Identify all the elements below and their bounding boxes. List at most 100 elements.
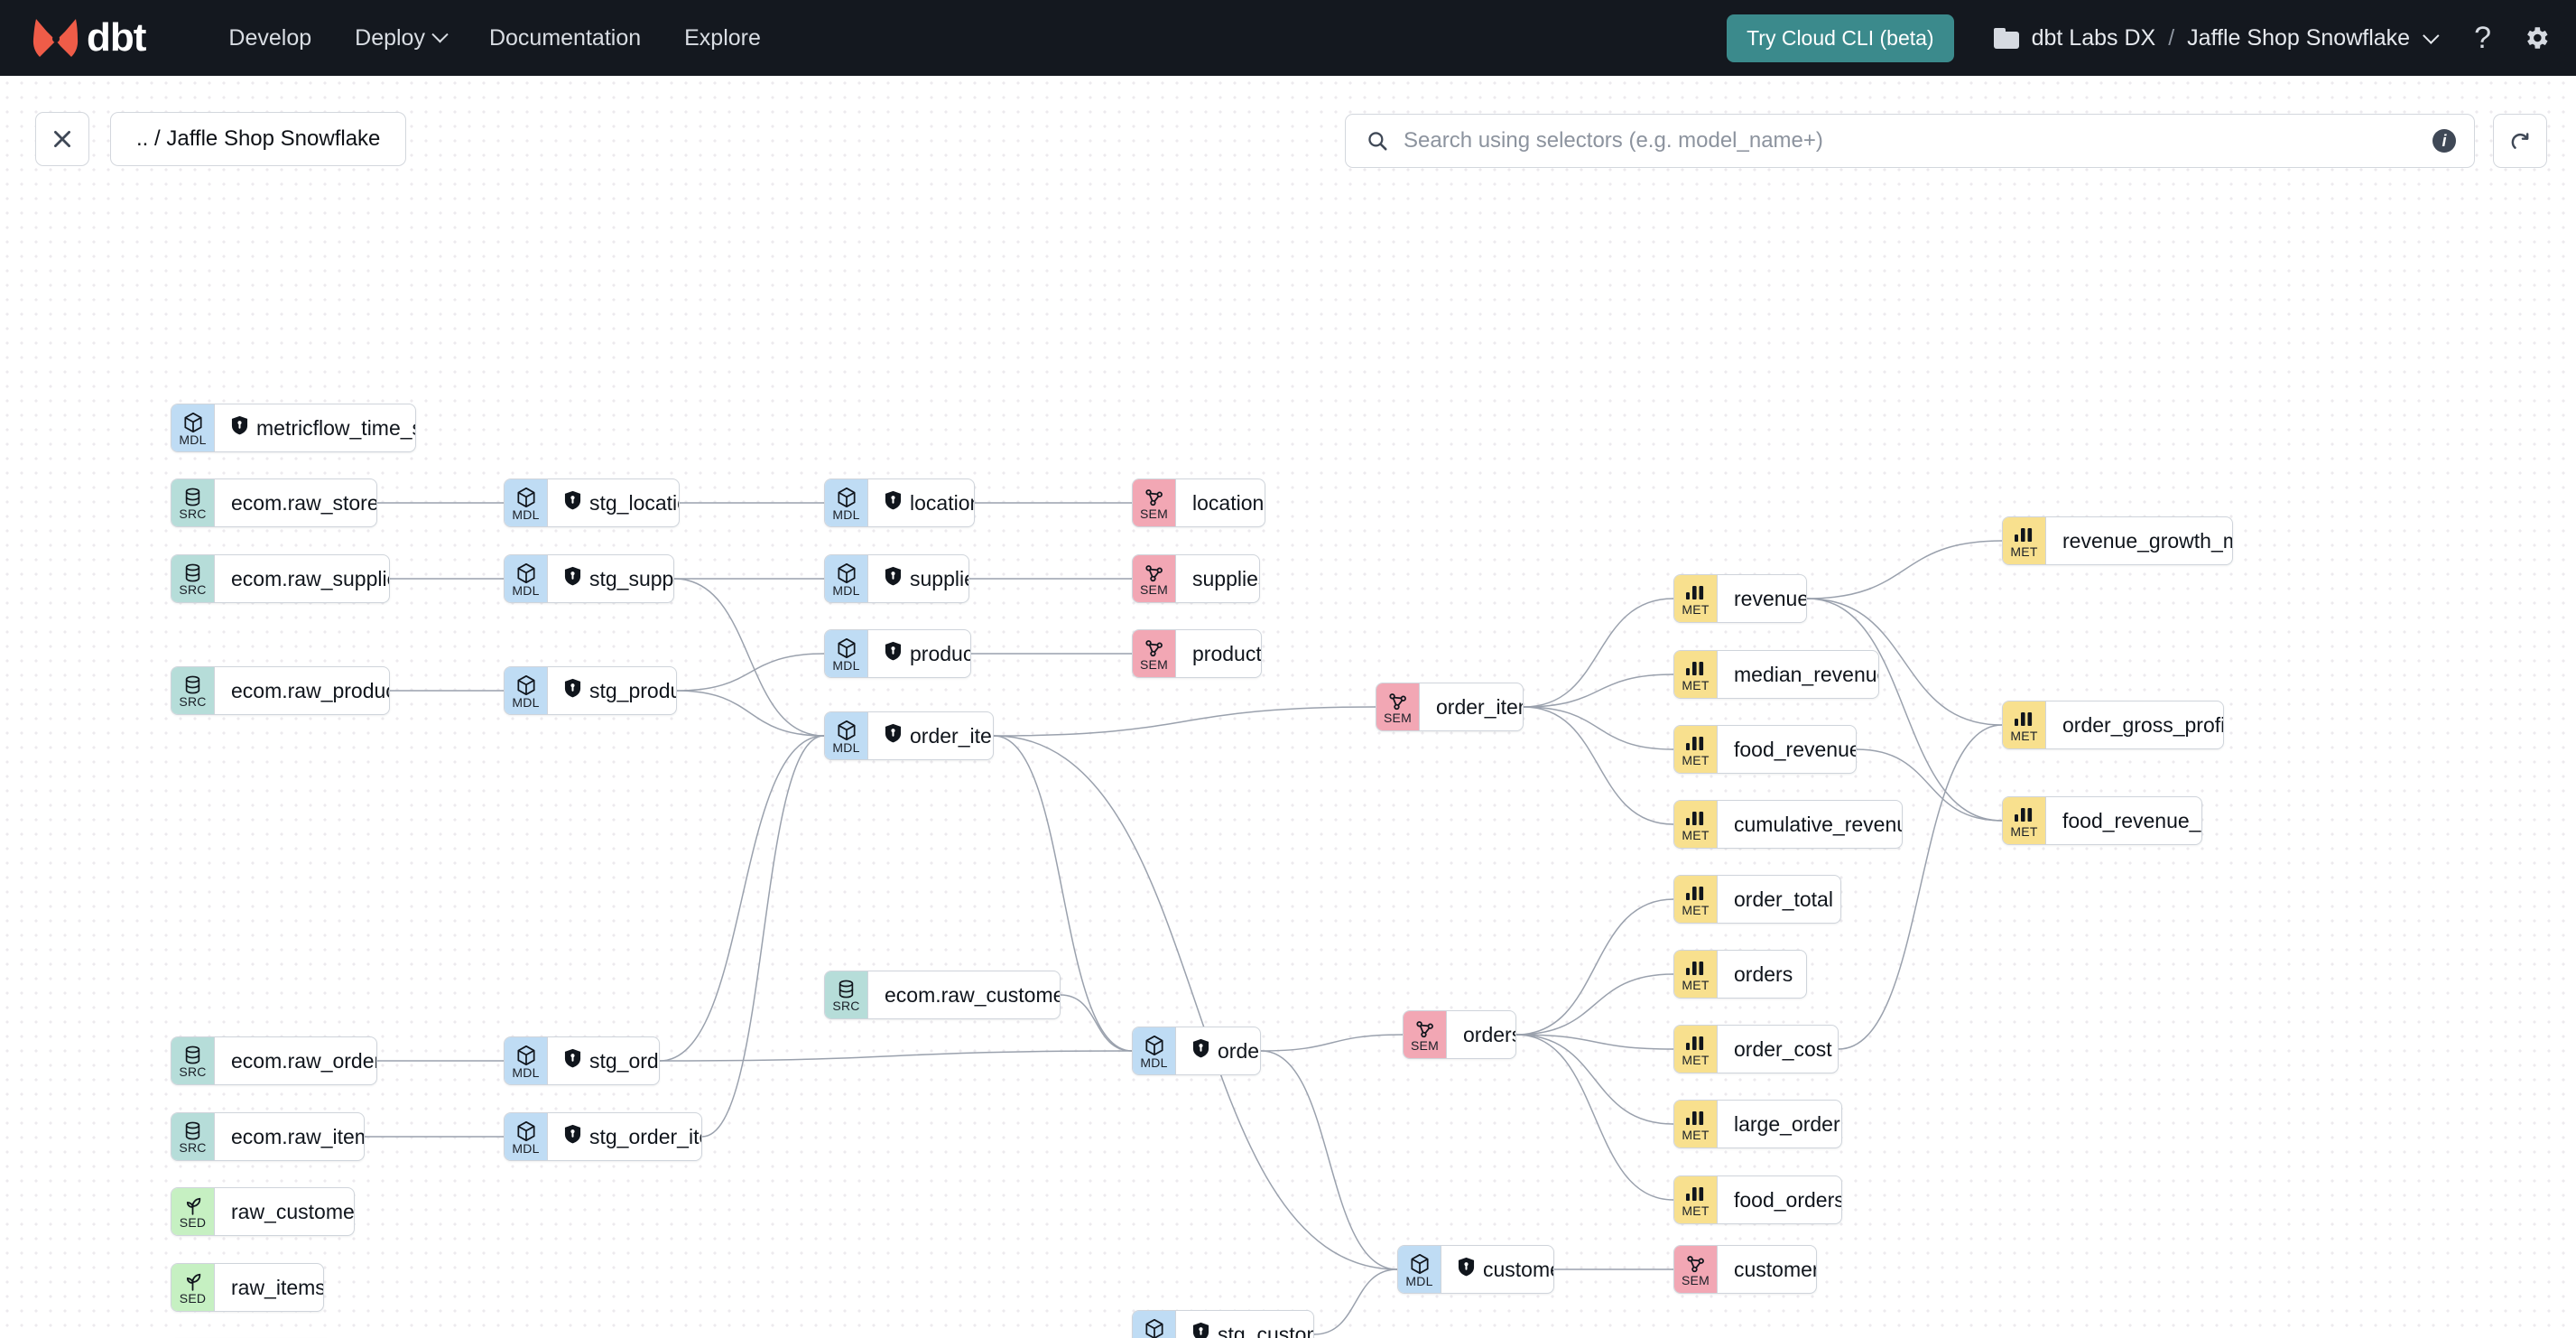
- shield-icon: [231, 415, 248, 435]
- info-icon[interactable]: i: [2432, 129, 2456, 153]
- graph-node-sem_supplies[interactable]: SEMsupplies: [1132, 554, 1260, 603]
- node-label-wrap: ecom.raw_stores: [215, 479, 376, 526]
- graph-node-sem_products[interactable]: SEMproducts: [1132, 629, 1262, 678]
- chevron-down-icon[interactable]: [2423, 26, 2440, 44]
- met-icon: [2013, 525, 2036, 546]
- node-label-wrap: food_orders: [1718, 1176, 1841, 1223]
- node-label-wrap: locations: [868, 479, 974, 526]
- dbt-logo[interactable]: dbt: [31, 15, 146, 60]
- graph-node-m_locations[interactable]: MDL locations: [824, 479, 975, 527]
- graph-node-m_supplies[interactable]: MDLsupplies: [824, 554, 969, 603]
- shield-icon: [885, 566, 902, 586]
- node-type-abbr: SRC: [179, 694, 207, 709]
- breadcrumb-pill[interactable]: .. / Jaffle Shop Snowflake: [110, 112, 407, 166]
- node-type-badge-mdl: MDL: [171, 404, 215, 451]
- node-label: raw_customers: [231, 1199, 355, 1223]
- graph-node-raw_items[interactable]: SED raw_items: [171, 1263, 324, 1312]
- refresh-button[interactable]: [2493, 114, 2547, 168]
- node-type-abbr: SEM: [1411, 1038, 1439, 1053]
- node-label: large_order: [1734, 1111, 1840, 1136]
- graph-node-sem_locations[interactable]: SEMlocations: [1132, 479, 1265, 527]
- lineage-edge: [1838, 724, 2003, 1050]
- node-label: orders: [1218, 1038, 1260, 1063]
- node-type-badge-met: MET: [1674, 651, 1718, 698]
- breadcrumb-account[interactable]: dbt Labs DX: [2031, 24, 2156, 51]
- shield-icon: [564, 1048, 581, 1068]
- close-lineage-button[interactable]: [35, 112, 89, 166]
- node-type-abbr: MDL: [1140, 1055, 1168, 1070]
- graph-node-m_customers[interactable]: MDLcustomers: [1397, 1245, 1554, 1294]
- refresh-icon: [2511, 133, 2529, 149]
- node-label: stg_orders: [589, 1048, 659, 1073]
- try-cloud-cli-button[interactable]: Try Cloud CLI (beta): [1727, 14, 1954, 62]
- help-icon[interactable]: ?: [2474, 20, 2491, 55]
- node-type-badge-sed: SED: [171, 1264, 215, 1311]
- node-type-badge-mdl: MDL: [1133, 1027, 1176, 1074]
- lineage-graph-canvas[interactable]: .. / Jaffle Shop Snowflake Search using …: [0, 76, 2576, 1338]
- graph-node-m_orders[interactable]: MDL orders: [1132, 1027, 1261, 1075]
- mdl-icon: [835, 562, 858, 585]
- nav-item-documentation[interactable]: Documentation: [468, 16, 663, 60]
- lineage-edge: [1260, 1034, 1404, 1052]
- gear-icon[interactable]: [2522, 23, 2551, 52]
- node-type-abbr: MDL: [832, 506, 860, 522]
- graph-node-m_products[interactable]: MDLproducts: [824, 629, 971, 678]
- graph-node-stg_orders[interactable]: MDL stg_orders: [504, 1036, 660, 1085]
- search-input[interactable]: Search using selectors (e.g. model_name+…: [1404, 128, 1823, 153]
- node-type-abbr: MDL: [512, 1140, 540, 1156]
- sem-icon: [1143, 486, 1165, 508]
- src-icon: [181, 1044, 204, 1066]
- public-access-shield-icon: [564, 490, 581, 516]
- node-label-wrap: revenue: [1718, 575, 1806, 622]
- node-label-wrap: products: [1176, 630, 1261, 677]
- src-icon: [181, 1120, 204, 1142]
- nav-item-develop[interactable]: Develop: [207, 16, 333, 60]
- node-type-abbr: SEM: [1140, 506, 1168, 521]
- node-type-abbr: MET: [2010, 823, 2038, 839]
- lineage-edge: [1313, 1268, 1398, 1335]
- node-label: raw_items: [231, 1275, 324, 1299]
- lineage-edge: [1260, 1050, 1398, 1270]
- node-type-abbr: MDL: [512, 582, 540, 598]
- node-type-abbr: MDL: [512, 1064, 540, 1080]
- node-label-wrap: stg_customers: [1176, 1311, 1313, 1338]
- met-icon: [1684, 582, 1708, 604]
- nav-item-deploy[interactable]: Deploy: [333, 16, 468, 60]
- dbt-brand-text: dbt: [87, 15, 146, 60]
- public-access-shield-icon: [1458, 1257, 1475, 1282]
- node-type-badge-met: MET: [1674, 1176, 1718, 1223]
- graph-node-sem_customers[interactable]: SEMcustomers: [1673, 1245, 1817, 1294]
- node-label: customers: [1483, 1257, 1553, 1281]
- nav-item-explore[interactable]: Explore: [663, 16, 783, 60]
- selector-search-box[interactable]: Search using selectors (e.g. model_name+…: [1345, 114, 2475, 168]
- breadcrumb-project[interactable]: Jaffle Shop Snowflake: [2187, 24, 2411, 51]
